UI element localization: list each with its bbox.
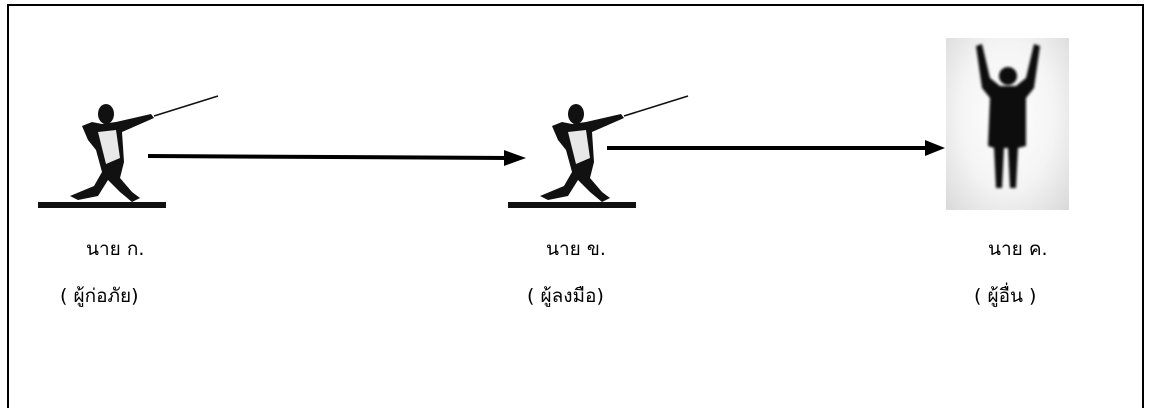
person-role-a: ( ผู้ก่อภัย) <box>60 281 139 311</box>
person-role-c: ( ผู้อื่น ) <box>974 281 1036 311</box>
person-arms-raised-icon <box>946 38 1069 210</box>
person-photo <box>946 38 1069 210</box>
arrow-1 <box>148 148 528 168</box>
person-name-b: นาย ข. <box>546 234 606 264</box>
arrow-2 <box>607 138 947 158</box>
person-name-c: นาย ค. <box>988 234 1048 264</box>
person-role-b: ( ผู้ลงมือ) <box>527 281 604 311</box>
person-name-a: นาย ก. <box>86 234 144 264</box>
